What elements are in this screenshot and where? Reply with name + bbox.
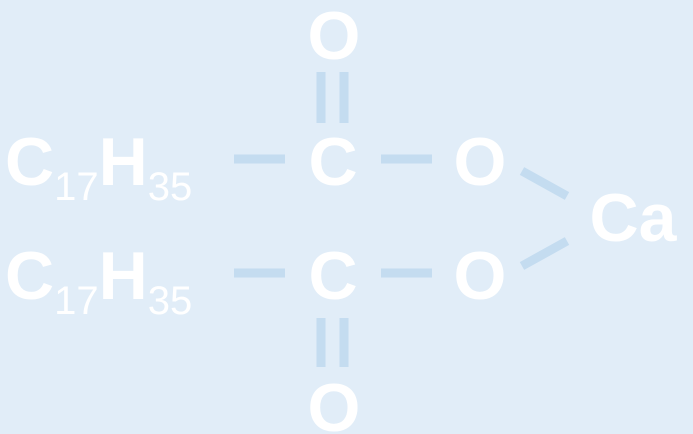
lower-carbonyl-carbon-atom: C (308, 238, 357, 314)
lower-chain-carbon-count: 17 (54, 279, 99, 323)
upper-alkyl-chain: C17H35 (5, 124, 192, 209)
lower-chain-carbon: C (5, 238, 54, 314)
upper-chain-hydrogen-count: 35 (148, 165, 193, 209)
top-oxygen-atom: O (308, 0, 361, 74)
bonds (234, 72, 570, 367)
bottom-oxygen-atom: O (308, 370, 361, 434)
calcium-atom: Ca (590, 180, 678, 256)
upper-carbonyl-carbon-atom: C (308, 124, 357, 200)
lower-ester-oxygen-atom: O (454, 238, 507, 314)
atoms: O O C17H35 C17H35 C C O O Ca (5, 0, 678, 434)
upper-chain-hydrogen: H (99, 124, 148, 200)
upper-ester-oxygen-atom: O (454, 124, 507, 200)
upper-chain-carbon-count: 17 (54, 165, 99, 209)
upper-o-ca-bond (519, 167, 570, 200)
lower-o-ca-bond (519, 237, 570, 270)
upper-chain-carbon: C (5, 124, 54, 200)
lower-chain-hydrogen-count: 35 (148, 279, 193, 323)
lower-alkyl-chain: C17H35 (5, 238, 192, 323)
lower-chain-hydrogen: H (99, 238, 148, 314)
